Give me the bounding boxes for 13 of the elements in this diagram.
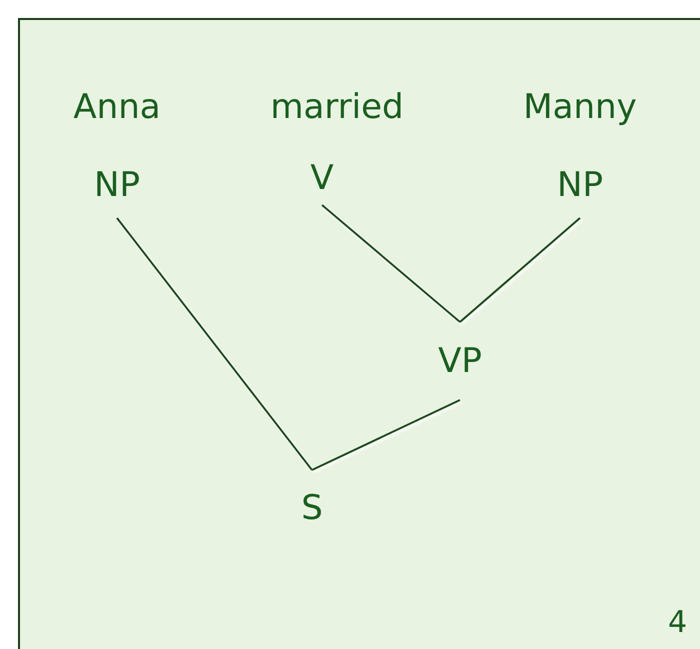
word-label: Manny xyxy=(523,90,637,124)
tree-branch-line xyxy=(312,399,460,471)
category-label: S xyxy=(287,470,337,545)
category-label: NP xyxy=(545,152,615,218)
category-label: NP xyxy=(82,152,152,218)
page-number: 4 xyxy=(668,608,688,638)
word-label: married xyxy=(270,90,404,124)
category-label: V xyxy=(297,150,347,205)
tree-branch-line xyxy=(459,217,581,323)
word-label: Anna xyxy=(73,90,161,124)
tree-branch-line xyxy=(116,217,313,471)
tree-branch-line xyxy=(321,204,461,323)
category-label: VP xyxy=(425,322,495,400)
